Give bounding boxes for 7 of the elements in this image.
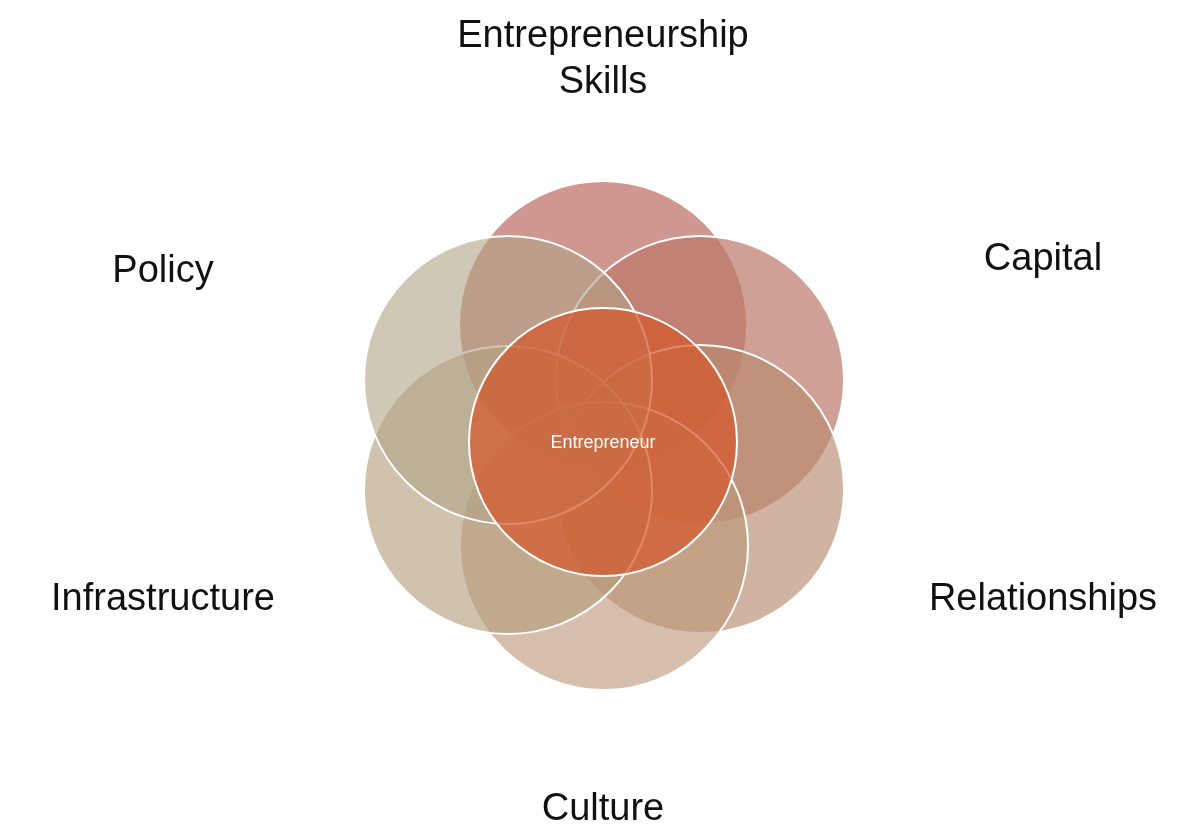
circle-label: Entrepreneurship Skills [456, 12, 750, 103]
circle-label: Policy [112, 247, 214, 293]
circle-label: Infrastructure [51, 575, 275, 621]
circle-label: Relationships [928, 575, 1158, 621]
circle-label: Culture [541, 785, 665, 831]
center-label: Entrepreneur [550, 431, 656, 453]
circle-label: Capital [983, 235, 1103, 281]
